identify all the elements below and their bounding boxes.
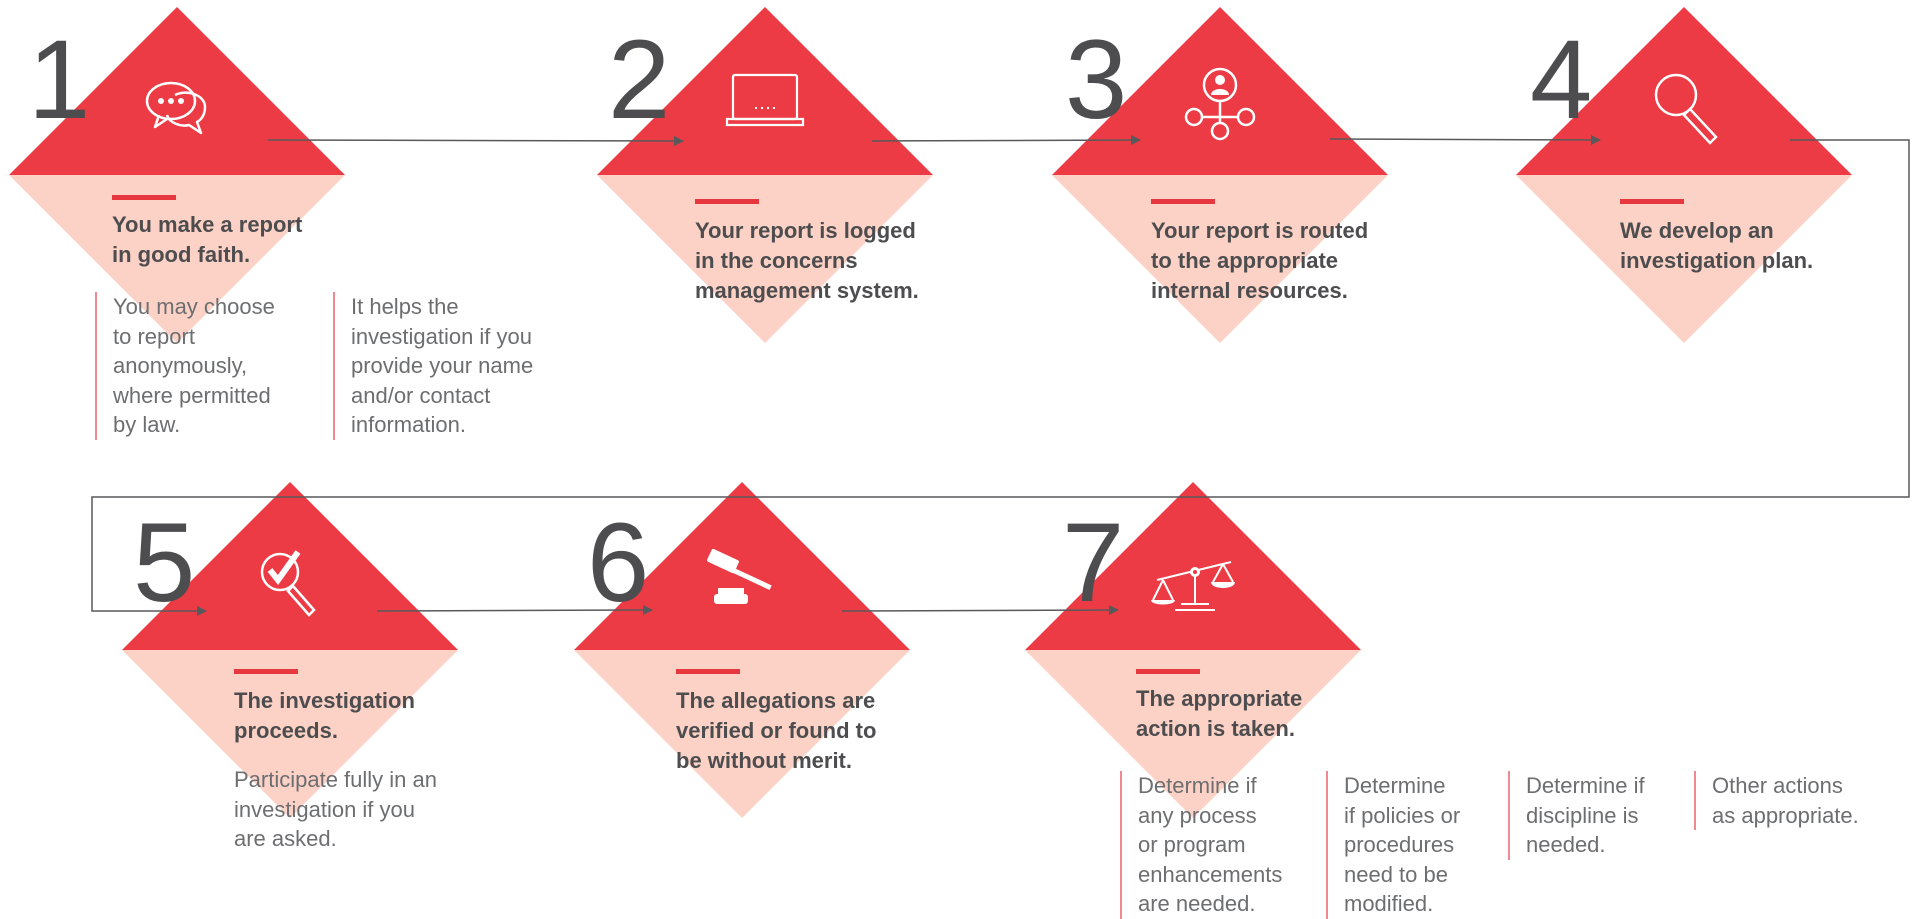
network-person-icon <box>1184 67 1256 141</box>
diamond-bottom-half <box>574 650 910 818</box>
step-1-note: It helps the investigation if you provid… <box>333 292 533 440</box>
step-5-note: Participate fully in an investigation if… <box>234 767 437 851</box>
connector-5-6 <box>376 605 653 616</box>
step-2-diamond <box>597 7 933 343</box>
laptop-icon <box>725 73 805 127</box>
connector-1-2 <box>267 135 684 146</box>
diamond-top-half <box>9 7 345 175</box>
step-6-title: The allegations are verified or found to… <box>676 688 877 773</box>
step-2-title: Your report is logged in the concerns ma… <box>695 218 919 303</box>
step-4-diamond <box>1516 7 1852 343</box>
step-4-accent-bar <box>1620 199 1684 204</box>
magnifier-check-icon <box>260 550 316 617</box>
step-5-number: 5 <box>133 500 195 625</box>
scales-icon <box>1151 561 1235 611</box>
diamond-top-half <box>1516 7 1852 175</box>
step-2-accent-bar <box>695 199 759 204</box>
step-6-number: 6 <box>587 500 649 625</box>
diamond-bottom-half <box>122 650 458 818</box>
step-3-number: 3 <box>1065 17 1127 142</box>
gavel-icon <box>707 548 772 604</box>
step-1-note: You may choose to report anonymously, wh… <box>95 292 275 440</box>
diamond-bottom-half <box>597 175 933 343</box>
connector-3-4 <box>1329 134 1601 145</box>
step-7-note: Determine if policies or procedures need… <box>1326 771 1460 919</box>
diamond-bottom-half <box>9 175 345 343</box>
step-7-accent-bar <box>1136 669 1200 674</box>
step-4-title: We develop an investigation plan. <box>1620 218 1814 273</box>
step-7-title: The appropriate action is taken. <box>1136 686 1303 741</box>
step-1-title: You make a report in good faith. <box>112 212 303 267</box>
step-3-title: Your report is routed to the appropriate… <box>1151 218 1369 303</box>
diamond-bottom-half <box>1025 650 1361 818</box>
step-7-note: Other actions as appropriate. <box>1694 771 1859 830</box>
diamond-bottom-half <box>1052 175 1388 343</box>
connector-2-3 <box>871 135 1141 146</box>
magnifying-glass-icon <box>1654 73 1718 145</box>
step-3-diamond <box>1052 7 1388 343</box>
step-1-diamond <box>9 7 345 343</box>
step-7-note: Determine if any process or program enha… <box>1120 771 1282 919</box>
connector-4-5 <box>91 139 1910 616</box>
step-6-accent-bar <box>676 669 740 674</box>
step-5-title: The investigation proceeds. <box>234 688 415 743</box>
diamond-top-half <box>597 7 933 175</box>
step-7-number: 7 <box>1062 500 1124 625</box>
step-4-number: 4 <box>1530 17 1592 142</box>
step-7-note: Determine if discipline is needed. <box>1508 771 1645 860</box>
step-6-diamond <box>574 482 910 818</box>
connector-6-7 <box>841 605 1119 616</box>
step-2-number: 2 <box>608 17 670 142</box>
step-5-accent-bar <box>234 669 298 674</box>
step-1-number: 1 <box>28 17 90 142</box>
step-3-accent-bar <box>1151 199 1215 204</box>
diamond-top-half <box>574 482 910 650</box>
diamond-bottom-half <box>1516 175 1852 343</box>
speech-bubbles-icon <box>145 81 207 135</box>
step-1-accent-bar <box>112 195 176 200</box>
